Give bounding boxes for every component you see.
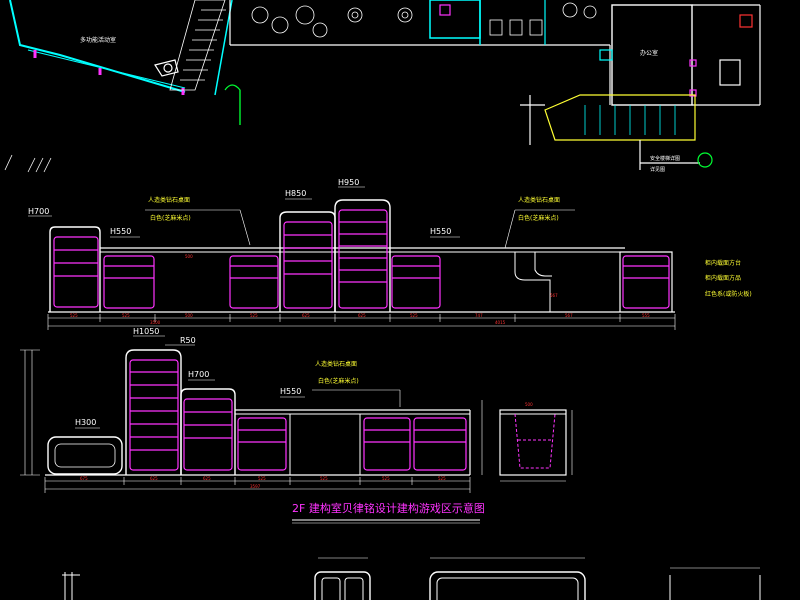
elevation-a-note1-line1: 人造类钻石桌面 [148,196,190,204]
svg-text:567: 567 [565,313,573,318]
svg-text:多功能活动室: 多功能活动室 [80,36,116,44]
svg-text:625: 625 [302,313,310,318]
svg-text:675: 675 [80,476,88,481]
svg-text:525: 525 [70,313,78,318]
svg-text:3597: 3597 [250,484,261,489]
elevation-a-h550-left: H550 [110,227,131,236]
svg-text:625: 625 [150,476,158,481]
elevation-a-note3-line2: 柜内载面方品 [705,274,741,282]
svg-text:525: 525 [122,313,130,318]
drawing-title: 2F 建构室贝律铭设计建构游戏区示意图 [292,501,485,524]
svg-text:3500: 3500 [150,320,161,325]
svg-text:安全楼梯详图: 安全楼梯详图 [650,155,680,162]
elevation-a: 525 525 500 525 625 625 525 747 567 555 3500 4… [28,178,752,330]
svg-text:525: 525 [258,476,266,481]
elevation-b-h300: H300 [75,418,96,427]
elevation-b-note1-line2: 白色(芝麻米点) [318,377,359,385]
svg-text:详见图: 详见图 [650,166,665,173]
svg-text:567: 567 [550,293,558,298]
elevation-a-note2-line2: 白色(芝麻米点) [518,214,559,222]
room-label: 办公室 [640,49,658,57]
elevation-a-h850: H850 [285,189,306,198]
floor-plan: 多功能活动室 [4,0,761,173]
svg-text:747: 747 [475,313,483,318]
svg-text:525: 525 [382,476,390,481]
elevation-b-r50: R50 [180,336,196,345]
svg-text:625: 625 [203,476,211,481]
elevation-a-note3-line1: 柜内载面方台 [705,259,741,267]
svg-text:525: 525 [410,313,418,318]
elevation-b-h1050: H1050 [133,327,159,336]
svg-text:625: 625 [358,313,366,318]
elevation-a-h550-right: H550 [430,227,451,236]
bottom-details [62,557,761,600]
elevation-a-note1-line2: 白色(芝麻米点) [150,214,191,222]
elevation-a-note2-line1: 人造类钻石桌面 [518,196,560,204]
svg-text:500: 500 [185,313,193,318]
elevation-b: 675 625 625 525 525 525 525 3597 500 H1050 R… [20,327,573,493]
elevation-a-h950: H950 [338,178,359,187]
elevation-a-h700: H700 [28,207,49,216]
elevation-a-note3-line3: 红色系(或防火板) [705,290,752,298]
elevation-b-h700: H700 [188,370,209,379]
svg-text:555: 555 [642,313,650,318]
svg-text:525: 525 [438,476,446,481]
drawing-title-text: 2F 建构室贝律铭设计建构游戏区示意图 [292,501,485,515]
elevation-b-note1-line1: 人造类钻石桌面 [315,360,357,368]
elevation-b-h550: H550 [280,387,301,396]
svg-text:4015: 4015 [495,320,506,325]
svg-text:500: 500 [525,402,533,407]
svg-text:500: 500 [185,254,193,259]
svg-text:525: 525 [320,476,328,481]
svg-text:525: 525 [250,313,258,318]
